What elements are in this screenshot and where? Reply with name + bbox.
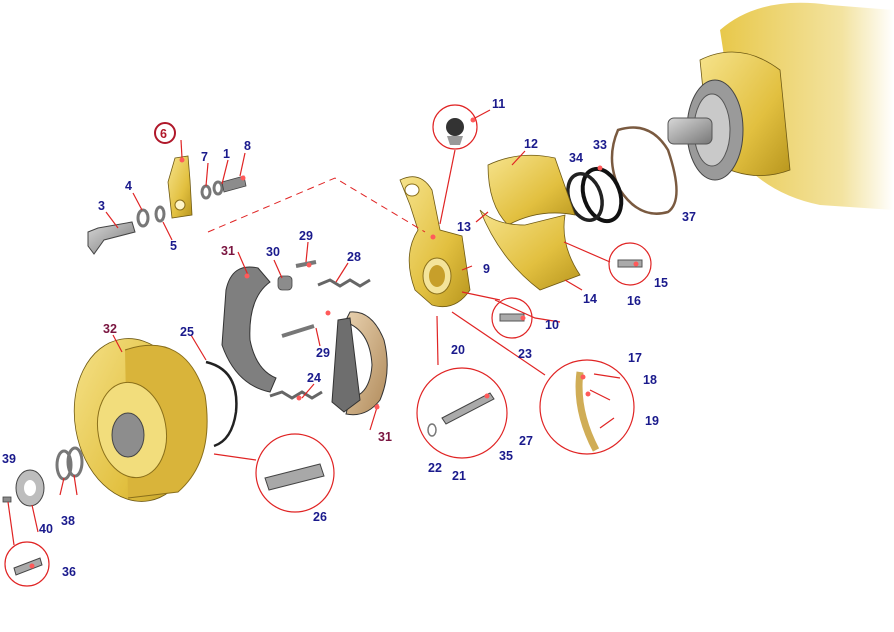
label-part-5[interactable]: 5	[170, 239, 177, 253]
slack-adjuster-6	[167, 155, 193, 219]
brake-spider-9	[399, 176, 471, 308]
roller-30	[277, 275, 293, 291]
label-part-37[interactable]: 37	[682, 210, 696, 224]
label-part-33[interactable]: 33	[593, 138, 607, 152]
label-part-14[interactable]: 14	[583, 292, 597, 306]
nut-40	[15, 469, 45, 507]
label-part-19[interactable]: 19	[645, 414, 659, 428]
label-part-10[interactable]: 10	[545, 318, 559, 332]
label-part-31-right[interactable]: 31	[378, 430, 392, 444]
label-part-35[interactable]: 35	[499, 449, 513, 463]
seal-ring-33	[580, 166, 624, 224]
label-part-12[interactable]: 12	[524, 137, 538, 151]
brake-shoe-31-left	[221, 266, 277, 393]
label-part-39[interactable]: 39	[2, 452, 16, 466]
callout-camshaft-35	[416, 367, 508, 459]
highlight-ring-6	[154, 122, 176, 144]
label-part-27[interactable]: 27	[519, 434, 533, 448]
axle-housing	[667, 2, 894, 211]
label-part-9[interactable]: 9	[483, 262, 490, 276]
label-part-3[interactable]: 3	[98, 199, 105, 213]
callout-hose-19	[539, 359, 635, 455]
label-part-28[interactable]: 28	[347, 250, 361, 264]
label-part-1[interactable]: 1	[223, 147, 230, 161]
spring-24	[269, 390, 323, 400]
washer-7	[200, 184, 212, 200]
callout-fitting-11	[432, 104, 478, 150]
washer-4	[136, 208, 150, 228]
label-part-16[interactable]: 16	[627, 294, 641, 308]
part-labels: 6 7 1 8 4 3 5 11 12 34 33 37 13 9 14 15 …	[2, 97, 696, 579]
pin-39	[2, 496, 12, 503]
gasket-37	[610, 126, 678, 215]
label-part-38[interactable]: 38	[61, 514, 75, 528]
pin-29-upper	[295, 260, 317, 268]
label-part-21[interactable]: 21	[452, 469, 466, 483]
label-part-29-upper[interactable]: 29	[299, 229, 313, 243]
pin-29-lower	[281, 324, 315, 338]
snap-ring-25	[205, 360, 238, 448]
dust-shield-12	[487, 154, 576, 226]
label-part-29-lower[interactable]: 29	[316, 346, 330, 360]
label-part-22[interactable]: 22	[428, 461, 442, 475]
label-part-15[interactable]: 15	[654, 276, 668, 290]
label-part-23[interactable]: 23	[518, 347, 532, 361]
label-part-31-left[interactable]: 31	[221, 244, 235, 258]
callout-bolt-10	[491, 297, 533, 339]
callout-bolt-26	[255, 433, 335, 513]
label-part-36[interactable]: 36	[62, 565, 76, 579]
label-part-17[interactable]: 17	[628, 351, 642, 365]
label-part-20[interactable]: 20	[451, 343, 465, 357]
label-part-32[interactable]: 32	[103, 322, 117, 336]
label-part-18[interactable]: 18	[643, 373, 657, 387]
label-part-7[interactable]: 7	[201, 150, 208, 164]
dust-shield-14	[479, 209, 581, 291]
brake-drum-32	[73, 338, 208, 502]
label-part-8[interactable]: 8	[244, 139, 251, 153]
label-part-34[interactable]: 34	[569, 151, 583, 165]
label-part-26[interactable]: 26	[313, 510, 327, 524]
washer-5	[154, 205, 166, 223]
callout-bolt-36	[4, 541, 50, 587]
label-part-4[interactable]: 4	[125, 179, 132, 193]
label-part-40[interactable]: 40	[39, 522, 53, 536]
label-part-13[interactable]: 13	[457, 220, 471, 234]
label-part-6[interactable]: 6	[160, 127, 167, 141]
label-part-24[interactable]: 24	[307, 371, 321, 385]
reference-line	[207, 177, 426, 233]
label-part-30[interactable]: 30	[266, 245, 280, 259]
bolt-8	[221, 175, 247, 193]
callout-bolt-15	[608, 242, 652, 286]
leader-lines	[7, 109, 621, 546]
camshaft-3	[87, 221, 136, 255]
washer-38	[55, 446, 84, 481]
label-part-25[interactable]: 25	[180, 325, 194, 339]
spring-28	[317, 278, 371, 288]
brake-shoe-31-right	[331, 311, 388, 416]
label-part-11[interactable]: 11	[492, 97, 505, 111]
washer-1	[212, 180, 224, 196]
marker-dots	[29, 117, 639, 569]
